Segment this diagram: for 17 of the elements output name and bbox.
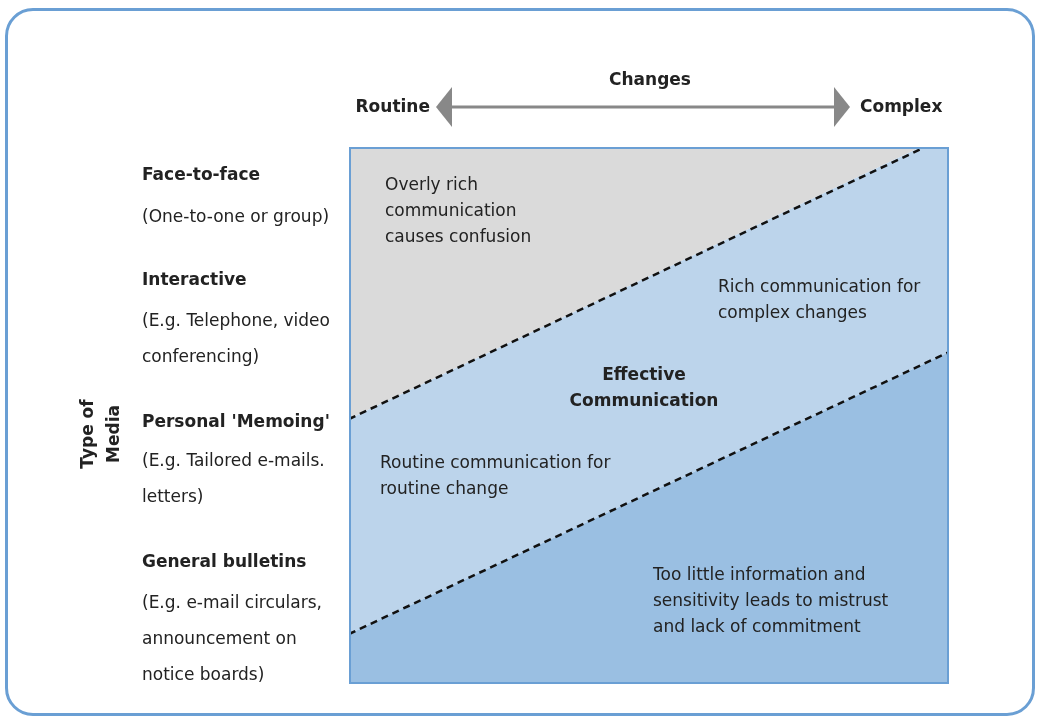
media-example: (E.g. Telephone, video conferencing) xyxy=(142,309,331,368)
media-heading: Personal 'Memoing' xyxy=(142,410,331,433)
region-text: Routine communication for routine change xyxy=(380,451,612,500)
media-example: (E.g. e-mail circulars, announcement on notice boards) xyxy=(142,591,323,686)
region-text: Overly rich communication causes confusion xyxy=(385,173,533,248)
axis-end-label: Complex xyxy=(860,95,944,118)
axis-title: Type of Media xyxy=(76,398,124,471)
media-heading: Face-to-face xyxy=(142,163,262,186)
media-heading: Interactive xyxy=(142,268,248,291)
axis-end-label: Routine xyxy=(354,95,430,118)
media-example: (E.g. Tailored e-mails. letters) xyxy=(142,449,326,508)
media-heading: General bulletins xyxy=(142,550,308,573)
region-text: Rich communication for complex changes xyxy=(718,275,922,324)
axis-title: Changes xyxy=(608,68,692,91)
region-heading: Effective Communication xyxy=(568,363,720,412)
region-text: Too little information and sensitivity leads to mistrust and lack of commitment xyxy=(653,563,890,638)
media-example: (One-to-one or group) xyxy=(142,205,331,228)
